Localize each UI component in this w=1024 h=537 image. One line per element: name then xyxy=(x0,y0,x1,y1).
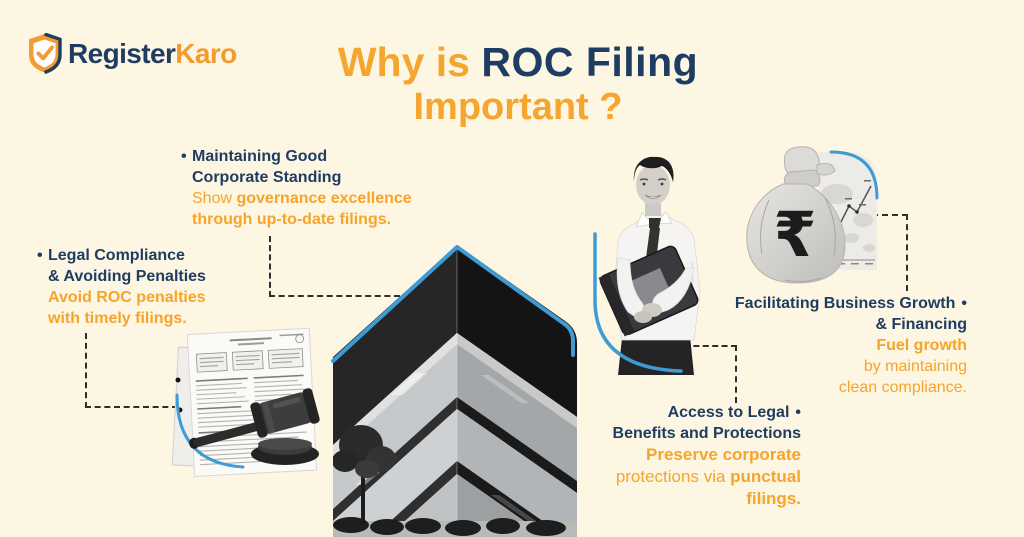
benefit-heading: Benefits and Protections xyxy=(612,425,801,442)
benefit-body: with timely filings. xyxy=(48,310,187,327)
bullet-icon: • xyxy=(961,295,967,312)
brand-name-karo: Karo xyxy=(175,37,237,69)
page-title-line2: Important ? xyxy=(413,86,623,128)
benefit-heading: & Avoiding Penalties xyxy=(48,268,206,285)
benefit-body: filings. xyxy=(746,489,801,508)
brand-name-register: Register xyxy=(68,37,176,69)
benefit-heading: Maintaining Good xyxy=(192,148,328,165)
bullet-icon: • xyxy=(37,247,43,264)
benefit-body: Preserve corporate xyxy=(646,445,801,464)
tree-silhouette xyxy=(333,425,396,525)
connector-legal-compliance xyxy=(85,333,178,408)
benefit-body-segment: protections via xyxy=(615,467,731,486)
benefit-body: Avoid ROC penalties xyxy=(48,289,206,306)
benefit-heading: Facilitating Business Growth • xyxy=(735,293,967,314)
page-title: Why is ROC Filing Important ? xyxy=(12,38,1024,128)
documents-gavel-illustration xyxy=(171,327,320,477)
businessman-illustration xyxy=(593,156,701,375)
benefit-body: clean compliance. xyxy=(838,379,967,396)
benefit-heading: Legal Compliance xyxy=(48,247,185,264)
registerkaro-logo: RegisterKaro xyxy=(26,33,237,74)
connector-access-legal xyxy=(684,345,737,403)
benefit-body: protections via punctual xyxy=(613,466,801,488)
benefit-heading: Access to Legal • xyxy=(613,402,801,423)
benefit-heading-text: Facilitating Business Growth xyxy=(734,295,956,312)
page-title-line1: Why is ROC Filing xyxy=(12,38,1024,86)
connector-business-growth xyxy=(872,214,908,291)
benefit-corporate-standing: • Maintaining Good Corporate Standing Sh… xyxy=(181,146,412,230)
connector-corporate-standing xyxy=(269,236,400,297)
benefit-body: by maintaining xyxy=(863,358,967,375)
brand-name: RegisterKaro xyxy=(68,38,237,70)
title-why-is: Why is xyxy=(337,39,482,85)
benefit-body: through up-to-date filings. xyxy=(192,211,392,228)
benefit-body-segment: governance excellence xyxy=(236,190,412,207)
office-building-illustration xyxy=(331,245,577,537)
benefit-body: Fuel growth xyxy=(876,337,967,354)
benefit-heading: & Financing xyxy=(875,316,967,333)
benefit-body: Show governance excellence xyxy=(181,188,412,209)
benefit-body-segment: Show xyxy=(192,190,237,207)
benefit-legal-compliance: • Legal Compliance & Avoiding Penalties … xyxy=(37,245,206,329)
benefit-access-legal: Access to Legal • Benefits and Protection… xyxy=(613,402,801,510)
benefit-business-growth: Facilitating Business Growth • & Financin… xyxy=(735,293,967,398)
benefit-heading-text: Access to Legal xyxy=(667,404,790,421)
bullet-icon: • xyxy=(181,148,187,165)
shield-check-icon xyxy=(29,33,62,74)
money-bag-illustration: ₹ xyxy=(746,146,879,284)
bullet-icon: • xyxy=(795,404,801,421)
title-roc-filing: ROC Filing xyxy=(481,39,699,85)
rupee-symbol: ₹ xyxy=(773,198,816,271)
benefit-body-segment: punctual xyxy=(730,467,801,486)
benefit-heading: Corporate Standing xyxy=(192,169,342,186)
